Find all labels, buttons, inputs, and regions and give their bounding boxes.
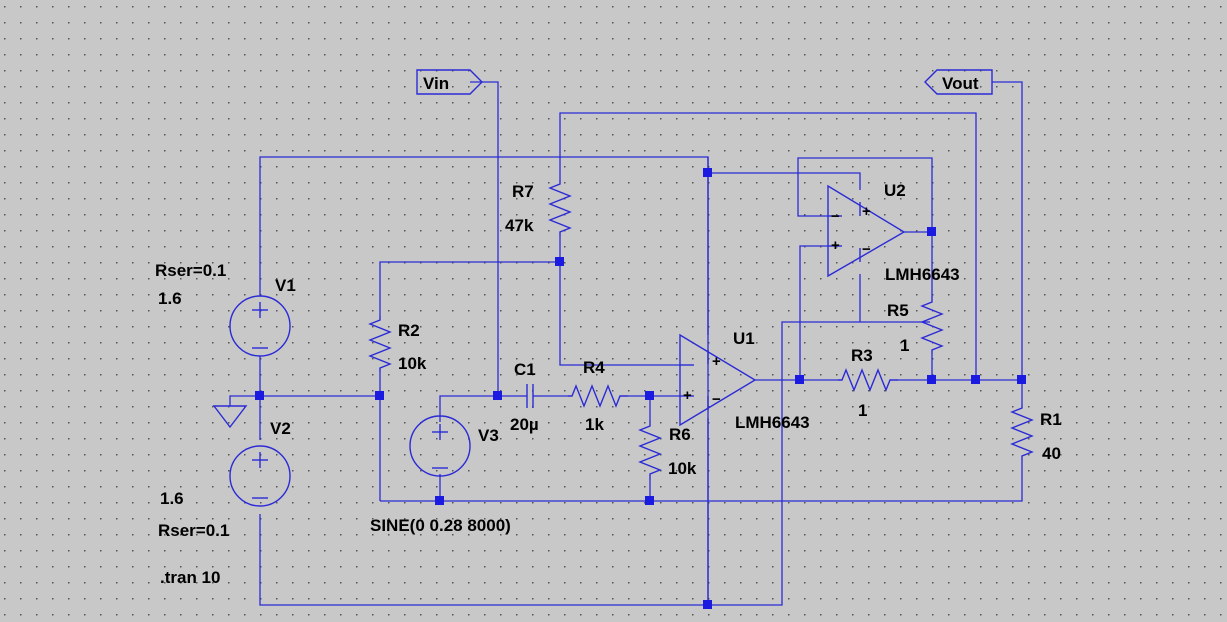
v2-name: V2 [270,419,291,438]
u2-name: U2 [884,181,906,200]
u2-plus-input: + [831,237,840,254]
r4-name: R4 [583,358,605,377]
resistor-r5[interactable] [920,296,944,354]
r4-value: 1k [585,415,604,434]
opamp-u2[interactable] [827,184,906,278]
r5-value: 1 [900,336,909,355]
ground-icon [212,405,248,429]
v2-value: 1.6 [160,489,184,508]
wire-u2-plus [799,245,828,380]
u2-model: LMH6643 [885,265,960,284]
wire-u2-vplus [708,172,861,190]
v1-name: V1 [275,276,296,295]
vout-label: Vout [942,74,979,93]
u1-model: LMH6643 [735,413,810,432]
tran-directive: .tran 10 [160,568,220,587]
u2-minus-input: − [831,208,840,225]
wire-r2-top [379,261,560,316]
r3-value: 1 [858,401,867,420]
r1-value: 40 [1042,444,1061,463]
resistor-r6[interactable] [638,420,662,480]
v1-value: 1.6 [158,289,182,308]
voltage-source-v2[interactable] [229,445,291,507]
v3-value: SINE(0 0.28 8000) [370,516,511,535]
wire-v1-top [259,156,709,605]
r2-name: R2 [398,321,420,340]
voltage-source-v3[interactable] [409,415,471,477]
u2-vplus-pin: + [862,203,871,220]
capacitor-c1[interactable] [520,384,538,408]
wire-ground-bus [380,460,1023,502]
r6-value: 10k [668,459,697,478]
r2-value: 10k [398,354,427,373]
wire-gnd [229,395,260,406]
wire-v2-bot [259,321,930,606]
wire-vin [470,81,499,396]
net-label-vin[interactable] [416,69,483,95]
r6-name: R6 [669,425,691,444]
resistor-r3[interactable] [838,368,898,392]
r3-name: R3 [851,346,873,365]
voltage-source-v1[interactable] [229,295,291,357]
wire-r7-top [559,112,977,380]
c1-name: C1 [514,360,536,379]
resistor-r4[interactable] [568,384,628,408]
r1-name: R1 [1040,410,1062,429]
wire-vout [992,81,1023,404]
r7-value: 47k [505,216,534,235]
opamp-u1[interactable] [679,333,757,427]
wire-u2-minus [797,157,933,232]
v3-name: V3 [478,426,499,445]
u1-plus-input: + [683,387,692,404]
resistor-r2[interactable] [368,316,392,372]
u1-vplus-pin: + [712,353,721,370]
c1-value: 20µ [510,415,539,434]
v2-rser: Rser=0.1 [158,521,229,540]
resistor-r1[interactable] [1010,404,1034,460]
u1-name: U1 [733,329,755,348]
vin-label: Vin [423,74,449,93]
wires [229,81,1023,606]
u2-vminus-pin: − [862,241,871,258]
r5-name: R5 [887,301,909,320]
net-label-vout[interactable] [924,69,993,95]
u1-vminus-pin: − [712,391,721,408]
wire-r7-u1plus [559,236,680,366]
r7-name: R7 [512,182,534,201]
junctions [255,168,1026,609]
v1-rser: Rser=0.1 [155,261,226,280]
resistor-r7[interactable] [548,180,572,236]
